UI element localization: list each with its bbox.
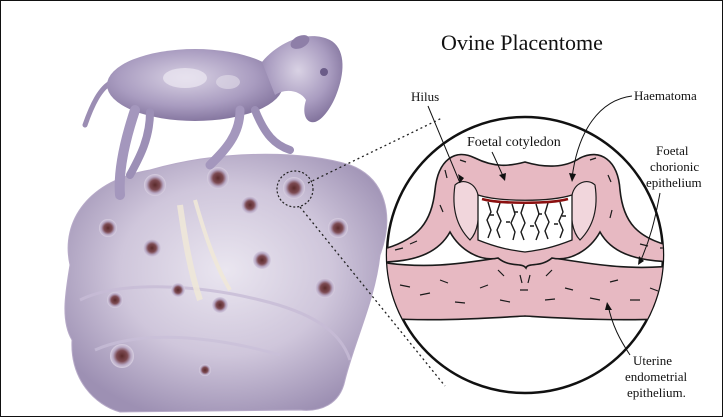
magnified-schematic [380, 117, 680, 393]
specimen-photo [65, 32, 387, 412]
label-uterine-2: endometrial [625, 369, 687, 384]
label-haematoma: Haematoma [634, 88, 697, 103]
label-hilus: Hilus [411, 89, 439, 104]
label-foetal-cotyledon: Foetal cotyledon [467, 135, 561, 150]
label-uterine-1: Uterine [633, 353, 672, 368]
label-foetal-chorionic-1: Foetal [656, 143, 689, 158]
label-uterine-3: epithelium. [627, 385, 686, 400]
label-foetal-chorionic-3: epithelium [646, 175, 702, 190]
label-foetal-chorionic-2: chorionic [650, 159, 699, 174]
uterine-endometrium [380, 258, 680, 320]
figure-title: Ovine Placentome [441, 30, 603, 55]
